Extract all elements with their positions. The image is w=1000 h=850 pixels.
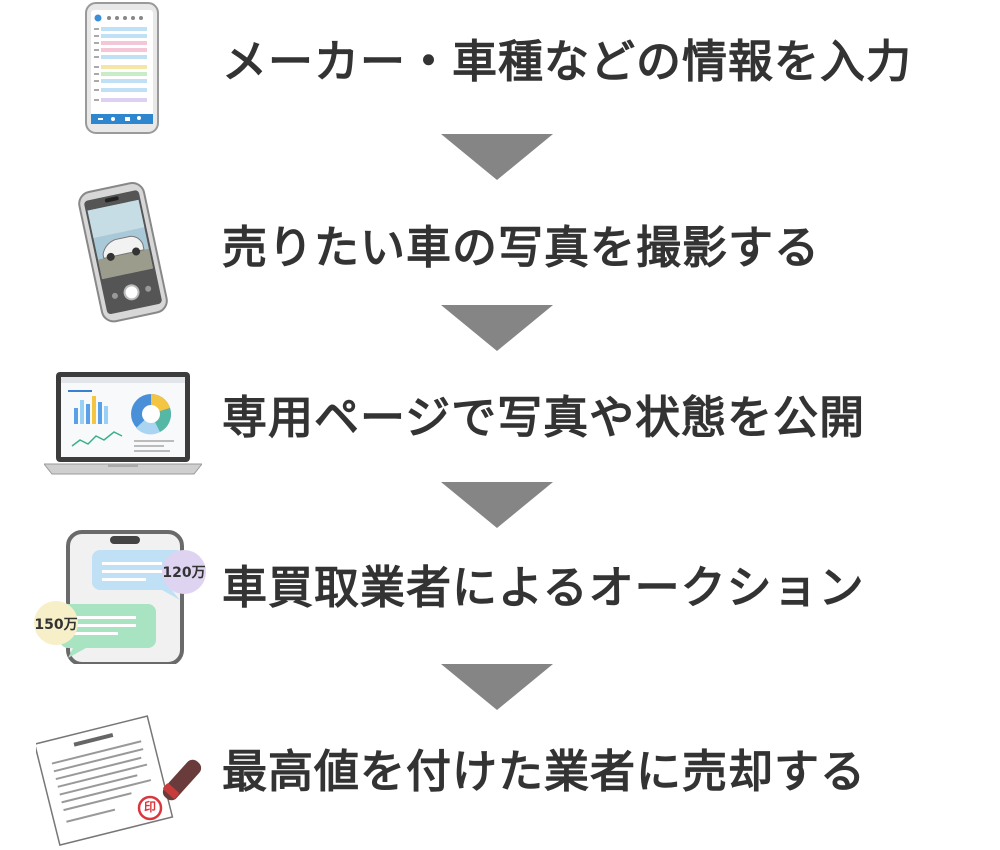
laptop-dashboard-icon [44,370,202,478]
bid-high-label: 120万 [162,565,206,581]
smartphone-camera-icon [72,180,176,325]
step-2-label: 売りたい車の写真を撮影する [222,221,821,274]
step-1-label: メーカー・車種などの情報を入力 [222,35,913,88]
step-4-label: 車買取業者によるオークション [222,561,865,614]
step-3-label: 専用ページで写真や状態を公開 [222,391,866,444]
stamp-text: 印 [143,800,156,814]
arrow-down-2 [441,305,553,351]
chat-bid-icon: 120万 150万 [30,528,210,664]
arrow-down-4 [441,664,553,710]
contract-stamp-icon: 印 [36,712,214,848]
arrow-down-3 [441,482,553,528]
bid-low-label: 150万 [34,617,78,633]
smartphone-form-icon [85,2,159,134]
step-5-label: 最高値を付けた業者に売却する [222,745,867,798]
arrow-down-1 [441,134,553,180]
